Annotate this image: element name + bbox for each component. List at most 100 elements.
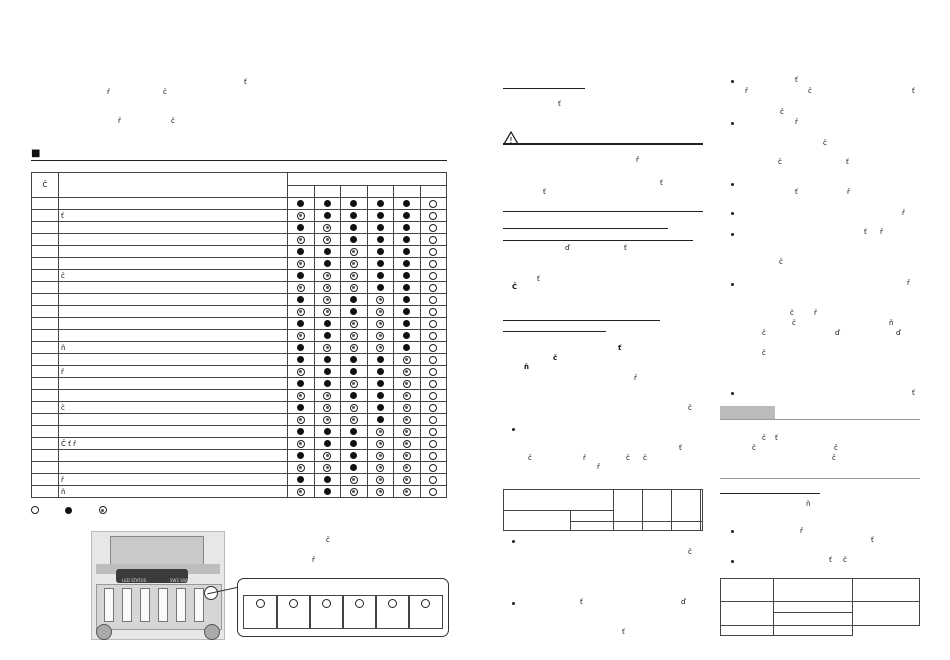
table-row: ř — [31, 365, 447, 378]
led-on-icon — [376, 356, 384, 363]
led-cell — [419, 473, 447, 486]
section-marker-icon: ■ — [31, 148, 41, 159]
led-cell — [313, 413, 341, 426]
glyph: ř — [745, 87, 748, 95]
led-on-icon — [323, 368, 331, 375]
glyph: ť — [846, 158, 849, 166]
led-cell — [287, 485, 315, 498]
led-on-icon — [297, 404, 305, 411]
led-cell — [393, 389, 421, 402]
led-cell — [313, 389, 341, 402]
glyph: ť — [558, 100, 561, 108]
led-flash-icon — [349, 259, 358, 268]
row-label — [58, 233, 288, 246]
led-off-icon — [355, 599, 364, 608]
led-on-icon — [403, 296, 411, 303]
row-label — [58, 425, 288, 438]
led-box — [309, 595, 344, 629]
warning-rule — [503, 143, 703, 145]
led-flash-icon — [402, 391, 411, 400]
led-off-icon — [429, 331, 438, 340]
led-on-icon — [323, 260, 331, 267]
led-cell — [340, 461, 368, 474]
led-cell — [340, 449, 368, 462]
table-row — [31, 317, 447, 330]
led-flash-icon — [376, 307, 385, 316]
led-cell — [340, 485, 368, 498]
led-on-icon — [403, 200, 411, 207]
led-on-icon — [297, 200, 305, 207]
bullet — [731, 283, 734, 286]
led-on-icon — [323, 320, 331, 327]
led-cell — [419, 233, 447, 246]
led-cell — [287, 209, 315, 222]
led-off-icon — [429, 415, 438, 424]
led-flash-icon — [323, 451, 332, 460]
table-row — [31, 245, 447, 258]
table-row — [31, 221, 447, 234]
led-cell — [313, 221, 341, 234]
led-cell — [340, 209, 368, 222]
led-on-icon — [376, 404, 384, 411]
led-flash-icon — [323, 463, 332, 472]
led-cell — [366, 233, 394, 246]
row-number-cell — [31, 269, 59, 282]
led-on-icon — [403, 332, 411, 339]
row-label: ň — [58, 485, 288, 498]
led-off-icon — [429, 403, 438, 412]
led-on-icon — [350, 356, 358, 363]
led-on-icon — [323, 488, 331, 495]
led-on-icon — [350, 392, 358, 399]
led-flash-icon — [349, 331, 358, 340]
led-flash-icon — [376, 343, 385, 352]
led-cell — [366, 305, 394, 318]
led-on-icon — [376, 284, 384, 291]
led-box — [276, 595, 311, 629]
table-row — [31, 197, 447, 210]
led-flash-icon — [376, 475, 385, 484]
led-cell — [393, 281, 421, 294]
led-off-icon — [429, 259, 438, 268]
led-off-icon — [429, 427, 438, 436]
led-cell — [287, 389, 315, 402]
led-cell — [419, 461, 447, 474]
led-cell — [313, 473, 341, 486]
led-off-icon — [429, 343, 438, 352]
row-label — [58, 377, 288, 390]
led-cell — [366, 221, 394, 234]
led-cell — [287, 461, 315, 474]
led-cell — [393, 401, 421, 414]
led-cell — [393, 245, 421, 258]
led-cell — [287, 425, 315, 438]
led-cell — [393, 377, 421, 390]
led-cell — [393, 317, 421, 330]
divider — [503, 211, 703, 212]
led-on-icon — [403, 248, 411, 255]
table-row — [31, 413, 447, 426]
led-cell — [287, 281, 315, 294]
led-flash-icon — [296, 391, 305, 400]
glyph: č — [643, 454, 647, 462]
section-label-band — [720, 406, 775, 419]
led-flash-icon — [349, 283, 358, 292]
led-flash-icon — [376, 427, 385, 436]
row-label: č — [58, 401, 288, 414]
led-cell — [287, 341, 315, 354]
led-flash-icon — [376, 331, 385, 340]
row-number-cell — [31, 365, 59, 378]
bullet — [731, 392, 734, 395]
led-flash-icon — [323, 307, 332, 316]
led-flash-icon — [349, 319, 358, 328]
table-row — [31, 389, 447, 402]
glyph: ň — [806, 500, 811, 508]
led-cell — [393, 269, 421, 282]
glyph: ř — [800, 527, 803, 535]
led-cell — [313, 281, 341, 294]
glyph: č — [326, 536, 330, 544]
led-cell — [419, 305, 447, 318]
row-label — [58, 449, 288, 462]
led-on-icon — [376, 248, 384, 255]
glyph: ř — [795, 118, 798, 126]
glyph: ř — [583, 454, 586, 462]
